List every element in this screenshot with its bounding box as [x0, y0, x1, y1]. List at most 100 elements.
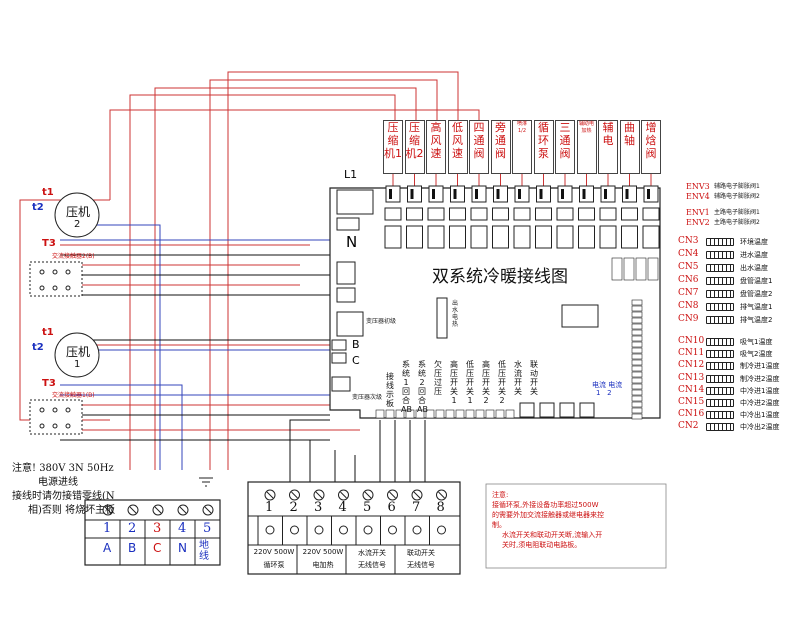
switch-label-7: 低压开关2: [498, 360, 506, 405]
power-screw-slot-0: [104, 506, 112, 514]
sensor-desc-11: 中冷进1温度: [740, 386, 780, 395]
switch-pin-7: [445, 409, 455, 419]
relay-label-2: 高风速: [426, 120, 446, 174]
sensor-plug-icon-11: [706, 386, 734, 395]
relay-body-6: [513, 225, 531, 249]
load-screw-slot-2: [315, 491, 323, 499]
relay-coil-9: [578, 207, 595, 221]
sensor-pin-17: [631, 401, 643, 408]
sensor-pin-3: [631, 317, 643, 324]
right-note-line3: 制。: [492, 521, 506, 529]
load-screw-slot-1: [291, 491, 298, 499]
relay-pin-4: [475, 189, 478, 199]
relay-pin-6: [518, 189, 521, 199]
relay-coil-5: [492, 207, 509, 221]
relay-coil-12: [642, 207, 660, 221]
relay-coil-1: [406, 207, 423, 221]
relay-body-3: [449, 225, 466, 249]
compressor-1-name: 压机: [66, 345, 91, 359]
right-note: 注意: 接循环泵,外接设备功率超过500W 的需要外加交流接触器或继电器来控 制…: [492, 490, 664, 550]
load-terminal-block: [247, 481, 461, 575]
switch-label-6: 高压开关2: [482, 360, 490, 405]
board-relay-row: [384, 172, 660, 249]
relay-connector-9: [579, 185, 594, 203]
env-desc-0: 辅路电子膨胀阀1: [714, 183, 760, 190]
sensor-pin-0: [631, 299, 643, 306]
sensor-cn-10: CN13: [678, 372, 705, 383]
switch-pin-12: [495, 409, 505, 419]
ground-symbol: [199, 477, 213, 487]
sensor-pin-14: [631, 383, 643, 390]
relay-coil-11: [621, 207, 638, 221]
relay-pin-1: [410, 189, 414, 199]
load-number-6: 7: [412, 500, 421, 515]
relay-body-0: [384, 225, 402, 249]
relay-body-11: [621, 225, 638, 249]
env-socket-0: [611, 257, 623, 281]
sensor-cn-12: CN15: [678, 397, 705, 407]
switch-pin-2: [395, 409, 405, 419]
power-label-3: N: [178, 541, 187, 555]
sensor-plug-icon-2: [706, 264, 734, 272]
sensor-cn-2: CN5: [678, 262, 699, 272]
power-screw-slot-3: [179, 506, 187, 514]
sensor-desc-7: 吸气1温度: [740, 338, 773, 346]
right-note-box: [485, 483, 667, 569]
sensor-cn-8: CN11: [678, 348, 705, 359]
relay-connector-10: [600, 185, 616, 203]
sensor-cn-13: CN16: [678, 409, 705, 420]
sensor-cn-1: CN4: [678, 249, 699, 259]
right-note-line1: 接循环泵,外接设备功率超过500W: [492, 501, 599, 509]
sensor-desc-3: 盘管温度1: [740, 277, 773, 285]
load-number-0: 1: [265, 500, 274, 515]
compressor-1-num: 1: [74, 359, 81, 370]
relay-coil-10: [599, 207, 617, 221]
relay-body-5: [492, 225, 509, 249]
sensor-desc-9: 制冷进1温度: [740, 362, 780, 371]
sensor-pin-1: [631, 305, 643, 312]
relay-pin-0: [389, 189, 392, 199]
load-pin-3: [339, 525, 348, 535]
sensor-desc-1: 进水温度: [740, 251, 768, 259]
switch-pin-3: [405, 409, 415, 419]
relay-label-9: 辅助电加热: [576, 120, 597, 174]
sensor-plug-icon-1: [706, 251, 734, 259]
relay-label-3: 低风速: [447, 120, 468, 174]
load-pin-5: [388, 525, 397, 535]
sensor-plug-icon-12: [706, 399, 734, 407]
load-number-5: 6: [387, 500, 396, 515]
sensor-connector-strip: [611, 257, 659, 420]
sensor-plug-icon-3: [706, 277, 734, 285]
sensor-desc-2: 出水温度: [740, 264, 768, 272]
sensor-cn-3: CN6: [678, 275, 699, 285]
relay-connector-1: [407, 185, 422, 203]
load-group-bottom-3: 无线信号: [407, 561, 435, 569]
env-desc-2: 主路电子膨胀阀1: [714, 209, 760, 216]
switch-pin-13: [505, 409, 515, 419]
left-note-line3: 接线时请勿接错零线(N: [12, 491, 115, 502]
load-group-top-3: 联动开关: [407, 549, 435, 557]
compressor-0-num: 2: [74, 219, 81, 230]
relay-connector-7: [536, 185, 551, 203]
switch-pin-6: [435, 409, 445, 419]
sensor-pin-12: [631, 371, 643, 378]
compressor-1-t2: t2: [32, 342, 44, 353]
relay-label-4: 四通阀: [469, 120, 489, 174]
sensor-pin-4: [631, 323, 643, 330]
board-b-label: B: [352, 338, 360, 351]
load-pin-2: [314, 525, 324, 535]
relay-label-5: 旁通阀: [490, 120, 511, 174]
load-number-3: 4: [338, 500, 347, 515]
sensor-pin-10: [631, 359, 643, 366]
power-label-2: C: [153, 541, 162, 555]
load-group-bottom-0: 循环泵: [263, 561, 285, 569]
env-code-3: ENV2: [686, 218, 710, 227]
sensor-desc-8: 吸气2温度: [740, 350, 773, 359]
signal-wires: [60, 254, 426, 485]
relay-body-9: [578, 225, 595, 249]
power-terminal-block: [84, 499, 221, 566]
relay-coil-3: [449, 207, 466, 221]
sensor-pin-13: [631, 377, 643, 384]
switch-pin-8: [455, 409, 465, 419]
switch-label-5: 低压开关1: [466, 360, 474, 405]
